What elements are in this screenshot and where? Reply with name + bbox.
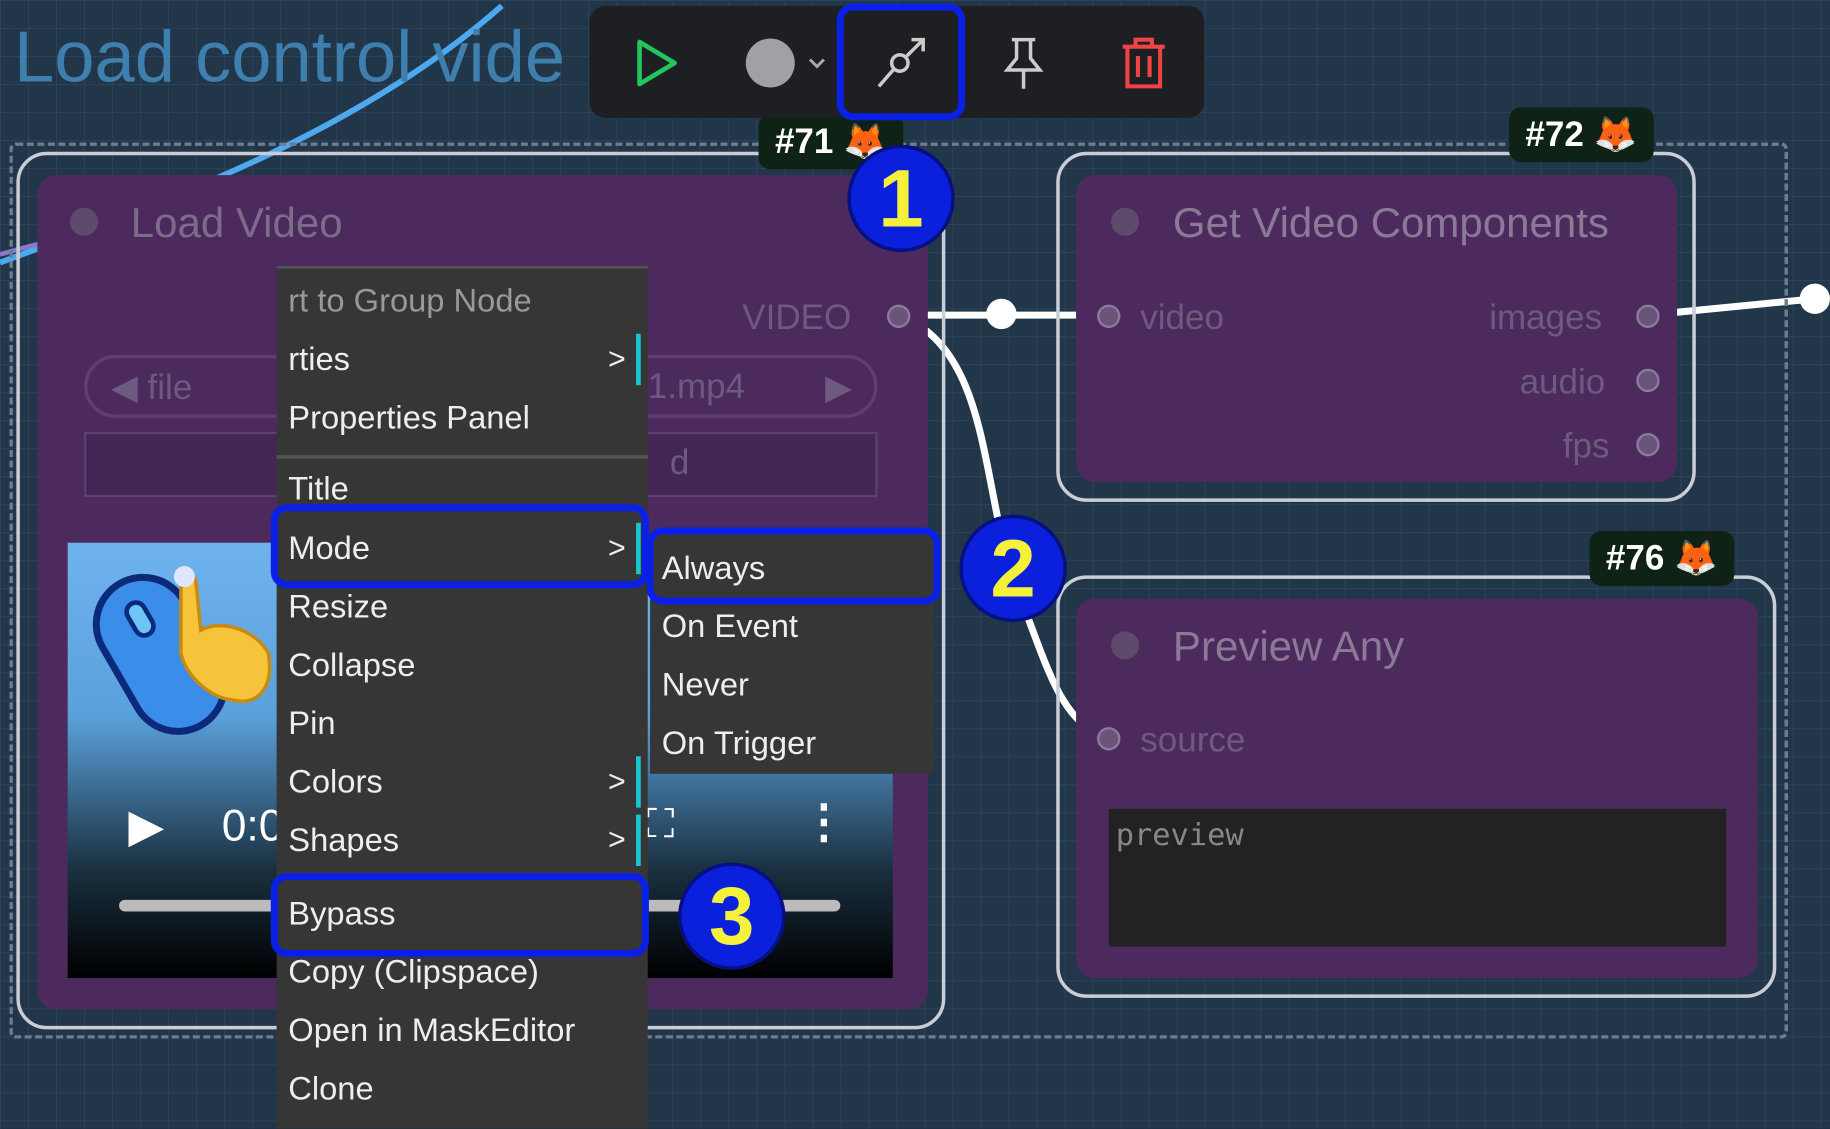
selection-toolbar xyxy=(589,3,1205,121)
trash-icon xyxy=(1122,37,1165,89)
menu-item-open-in-maskeditor[interactable]: Open in MaskEditor xyxy=(288,1011,576,1049)
more-icon[interactable]: ⋮ xyxy=(800,795,848,848)
fullscreen-icon[interactable]: ⛶ xyxy=(646,801,675,847)
menu-item-resize[interactable]: Resize xyxy=(288,588,389,625)
delete-button[interactable] xyxy=(1103,22,1185,104)
input-label: video xyxy=(1140,298,1224,338)
node-title: Load Video xyxy=(130,198,343,247)
step-2-marker: 2 xyxy=(959,514,1067,623)
output-slot-audio[interactable] xyxy=(1636,368,1660,393)
menu-item-clone[interactable]: Clone xyxy=(288,1070,374,1107)
submenu-item-on-trigger[interactable]: On Trigger xyxy=(661,724,817,761)
submenu-indicator xyxy=(636,522,641,575)
menu-item-shapes[interactable]: Shapes xyxy=(288,821,400,858)
node-badge: #72 🦊 xyxy=(1509,107,1654,163)
input-slot-source[interactable] xyxy=(1097,727,1121,751)
submenu-arrow: > xyxy=(608,529,626,565)
link-reroute xyxy=(986,298,1017,330)
preview-textarea[interactable]: preview xyxy=(1108,808,1727,947)
play-icon[interactable]: ▶ xyxy=(128,800,165,852)
output-label-audio: audio xyxy=(1519,362,1606,402)
video-time: 0:0 xyxy=(221,801,284,851)
node-get-components-frame xyxy=(1056,151,1696,502)
node-badge: #76 🦊 xyxy=(1589,531,1735,586)
node-collapse-dot[interactable] xyxy=(1111,631,1140,660)
menu-item-pin[interactable]: Pin xyxy=(288,704,336,742)
output-label: VIDEO xyxy=(742,298,852,338)
output-slot[interactable] xyxy=(886,304,911,328)
output-label-images: images xyxy=(1489,298,1603,338)
step-1-marker: 1 xyxy=(847,144,955,253)
pin-button[interactable] xyxy=(983,22,1065,104)
submenu-arrow: > xyxy=(608,340,626,376)
output-slot-fps[interactable] xyxy=(1636,432,1660,457)
mode-submenu: Always On Event Never On Trigger xyxy=(650,531,934,774)
bypass-icon xyxy=(877,37,925,88)
submenu-arrow: > xyxy=(608,821,626,857)
node-title: Get Video Components xyxy=(1172,198,1609,247)
node-preview-frame xyxy=(1056,575,1777,998)
circle-icon xyxy=(745,38,826,88)
menu-item-mode[interactable]: Mode xyxy=(288,529,371,567)
context-menu: rt to Group Node rties > Properties Pane… xyxy=(276,266,648,1129)
file-label: ◀ file xyxy=(110,368,193,408)
submenu-item-always[interactable]: Always xyxy=(661,549,766,586)
submenu-item-never[interactable]: Never xyxy=(661,666,749,703)
menu-item-colors[interactable]: Colors xyxy=(288,763,383,800)
input-slot-video[interactable] xyxy=(1097,304,1121,328)
always-highlight xyxy=(646,527,941,605)
submenu-indicator xyxy=(636,333,641,386)
link-end xyxy=(1799,283,1830,314)
color-button[interactable] xyxy=(732,22,837,104)
node-title: Preview Any xyxy=(1172,622,1405,670)
input-label: source xyxy=(1140,721,1246,760)
menu-separator xyxy=(276,455,648,459)
submenu-indicator xyxy=(636,814,641,866)
menu-item-properties[interactable]: rties xyxy=(288,340,351,377)
submenu-item-on-event[interactable]: On Event xyxy=(661,608,798,645)
node-collapse-dot[interactable] xyxy=(70,207,99,236)
menu-item-properties-panel[interactable]: Properties Panel xyxy=(288,399,530,436)
menu-item-bypass[interactable]: Bypass xyxy=(288,895,396,932)
menu-item-collapse[interactable]: Collapse xyxy=(288,646,416,683)
play-icon xyxy=(637,39,677,87)
mouse-click-icon xyxy=(92,566,272,735)
group-title: Load control vide xyxy=(14,17,566,99)
output-slot-images[interactable] xyxy=(1636,304,1660,328)
submenu-arrow: > xyxy=(608,763,626,799)
submenu-indicator xyxy=(636,756,641,808)
bypass-button[interactable] xyxy=(836,3,966,121)
menu-item-copy-clipspace[interactable]: Copy (Clipspace) xyxy=(288,953,539,990)
output-label-fps: fps xyxy=(1562,427,1610,466)
run-button[interactable] xyxy=(615,22,697,104)
node-get-video-components[interactable] xyxy=(1076,175,1678,483)
pin-icon xyxy=(1003,37,1044,89)
step-3-marker: 3 xyxy=(678,862,786,970)
menu-item-title[interactable]: Title xyxy=(288,470,349,507)
file-next-arrow[interactable]: ▶ xyxy=(825,368,853,408)
mode-highlight xyxy=(270,504,649,589)
menu-item-convert-to-group-node[interactable]: rt to Group Node xyxy=(288,282,532,319)
file-value: 1.mp4 xyxy=(647,367,746,407)
node-collapse-dot[interactable] xyxy=(1111,207,1140,236)
bypass-highlight xyxy=(270,872,649,958)
